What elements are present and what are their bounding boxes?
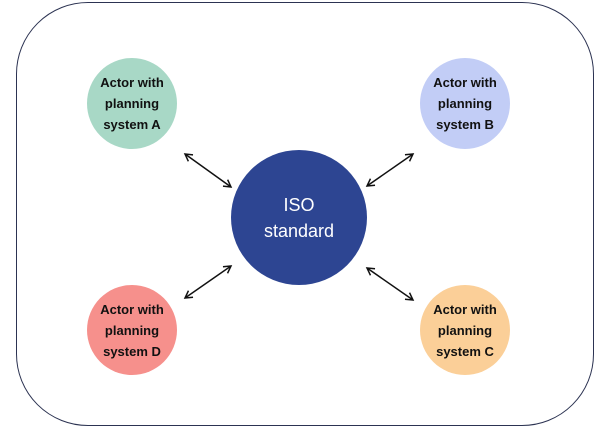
actor-a-label: Actor with planning system A	[100, 75, 164, 132]
standard-label: standard	[263, 220, 335, 241]
actor-c-node: Actor with planning system C	[420, 285, 510, 375]
arrow-c-iso	[365, 267, 415, 301]
arrow-a-iso	[183, 153, 233, 188]
arrow-b-iso	[365, 153, 415, 187]
actor-c-label: Actor with planning system C	[433, 301, 497, 359]
actor-d-node: Actor with planning system D	[87, 285, 177, 375]
actor-a-node: Actor with planning system A	[87, 58, 177, 149]
iso-standard-node: ISO standard	[231, 150, 367, 285]
actor-b-label: Actor with planning system B	[433, 75, 497, 132]
actor-d-label: Actor with planning system D	[100, 301, 164, 359]
iso-label: ISO	[283, 194, 315, 215]
arrow-d-iso	[183, 265, 233, 299]
actor-b-node: Actor with planning system B	[420, 58, 510, 149]
